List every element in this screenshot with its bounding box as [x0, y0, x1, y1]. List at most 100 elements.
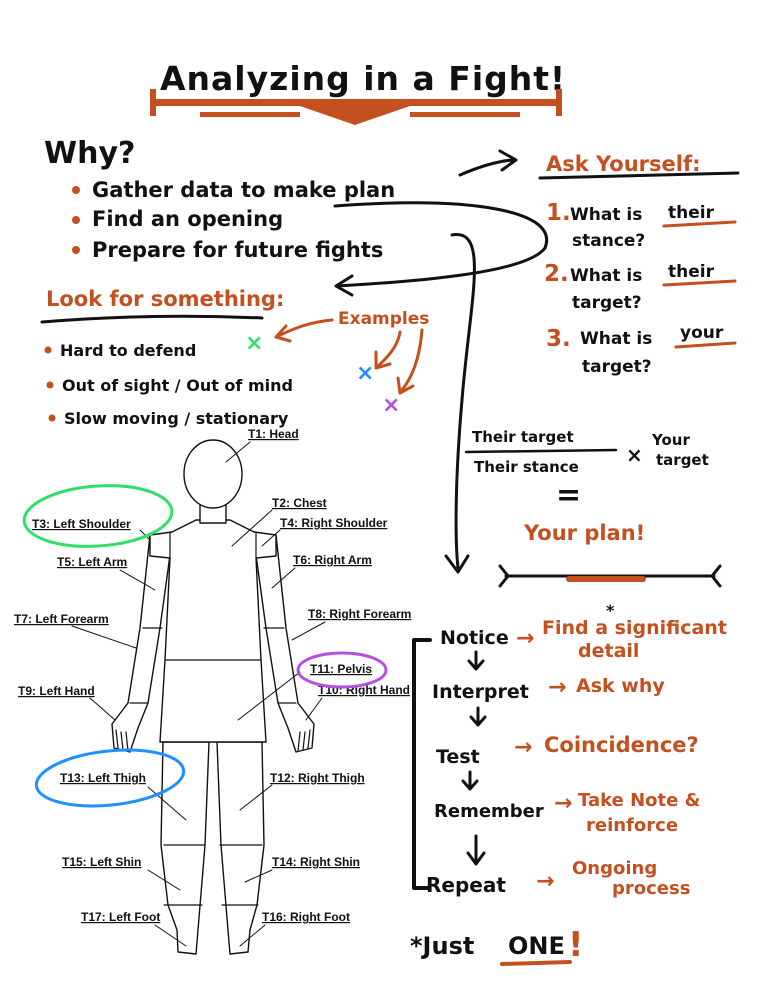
footnote: *Just ONE ! — [410, 925, 584, 966]
purple-x-icon: × — [382, 393, 400, 418]
look-underline — [40, 314, 264, 324]
process-result: Find a significant — [542, 617, 727, 639]
arrow-to-ask — [458, 158, 514, 177]
target-label: T8: Right Forearm — [308, 607, 411, 621]
process-result: process — [612, 878, 690, 899]
arrow-head-icon — [498, 149, 518, 172]
arrow-right-icon: → — [554, 791, 572, 816]
target-label: T12: Right Thigh — [270, 771, 365, 785]
question-number: 3. — [546, 326, 571, 352]
process-result: reinforce — [586, 815, 678, 836]
footnote-exclaim: ! — [568, 925, 584, 965]
arrow-right-icon: → — [516, 626, 534, 651]
question-number: 2. — [544, 261, 569, 287]
torso — [149, 519, 277, 743]
why-item: Prepare for future fights — [92, 238, 383, 262]
why-heading: Why? — [44, 136, 135, 171]
body-figure — [111, 439, 315, 955]
target-label: T3: Left Shoulder — [32, 517, 131, 531]
look-heading: Look for something: — [46, 287, 284, 311]
look-item: Out of sight / Out of mind — [62, 376, 293, 395]
target-label: T15: Left Shin — [62, 855, 141, 869]
right-leg — [216, 741, 265, 955]
divider-bar — [498, 564, 722, 588]
process-steps: Notice → Find a significant detail * Int… — [426, 601, 727, 899]
process-step: Test — [436, 746, 480, 768]
ask-underline — [538, 171, 740, 180]
why-item: Gather data to make plan — [92, 178, 395, 202]
question-text: target? — [572, 293, 642, 313]
leg-segment-lines — [163, 844, 263, 906]
arrow-head-icon — [334, 274, 354, 297]
formula-right: Your — [651, 431, 690, 449]
down-arrow-icon — [469, 706, 487, 727]
process-result: Ongoing — [572, 858, 657, 879]
finger-lines — [115, 729, 311, 752]
down-arrow-icon — [466, 834, 486, 866]
emphasis-underline — [662, 279, 737, 287]
process-step: Repeat — [426, 873, 506, 897]
process-step: Remember — [434, 801, 544, 822]
target-label: T7: Left Forearm — [14, 612, 109, 626]
process-step: Notice — [440, 627, 509, 649]
emphasis-underline — [674, 341, 737, 349]
why-list: Gather data to make plan Find an opening… — [72, 178, 395, 262]
arrow-head-icon — [274, 324, 292, 343]
process-bracket — [412, 638, 432, 890]
target-label: T17: Left Foot — [81, 910, 160, 924]
target-label: T2: Chest — [272, 496, 327, 510]
formula-numerator: Their target — [472, 428, 574, 446]
left-arm — [111, 534, 171, 753]
target-label: T1: Head — [248, 427, 299, 441]
arrow-icon — [376, 330, 402, 368]
plan-formula: Their target Their stance × Your target … — [464, 428, 709, 545]
footnote-emphasis: ONE — [508, 932, 565, 960]
footnote-prefix: *Just — [410, 932, 474, 960]
arrow-head-icon — [444, 554, 470, 574]
examples-arrows — [274, 318, 424, 395]
look-list: Hard to defend × Out of sight / Out of m… — [44, 331, 400, 428]
formula-denominator: Their stance — [474, 458, 579, 476]
bullet — [44, 346, 52, 354]
arm-segment-lines — [129, 627, 297, 704]
ask-questions: 1. What is their stance? 2. What is thei… — [544, 200, 737, 377]
title-banner — [150, 89, 562, 125]
page-title: Analyzing in a Fight! — [160, 59, 566, 98]
connector-arrows — [333, 149, 549, 574]
question-text: stance? — [572, 231, 645, 251]
question-text: What is — [570, 205, 642, 225]
green-x-icon: × — [245, 331, 263, 356]
target-label: T5: Left Arm — [57, 555, 127, 569]
process-result: Take Note & — [578, 790, 700, 811]
arrow-head-icon — [374, 350, 392, 370]
purple-highlight-circle — [296, 651, 388, 689]
down-arrow-icon — [461, 770, 479, 791]
bullet — [72, 186, 80, 194]
target-label: T11: Pelvis — [310, 662, 372, 676]
process-result: Coincidence? — [544, 733, 699, 757]
emphasis-underline — [662, 220, 737, 228]
question-emphasis: their — [668, 262, 715, 282]
green-highlight-circle — [22, 484, 174, 548]
bullet — [72, 216, 80, 224]
arrow-right-icon: → — [548, 675, 566, 700]
arrow-icon — [276, 318, 334, 338]
arrow-right-icon: → — [536, 869, 554, 894]
question-text: What is — [580, 329, 652, 349]
formula-right: target — [656, 451, 709, 469]
down-arrow-icon — [467, 650, 485, 671]
target-label: T13: Left Thigh — [60, 771, 146, 785]
arrow-icon — [400, 328, 424, 392]
process-step: Interpret — [432, 681, 529, 703]
bullet — [48, 414, 56, 422]
target-label: T9: Left Hand — [18, 684, 95, 698]
why-item: Find an opening — [92, 207, 283, 231]
right-arm — [255, 534, 315, 753]
target-label: T4: Right Shoulder — [280, 516, 388, 530]
bullet — [46, 381, 54, 389]
look-item: Slow moving / stationary — [64, 409, 289, 428]
look-item: Hard to defend — [60, 341, 196, 360]
footnote-underline — [500, 960, 572, 966]
blue-x-icon: × — [356, 361, 374, 386]
arrow-right-icon: → — [514, 735, 532, 760]
